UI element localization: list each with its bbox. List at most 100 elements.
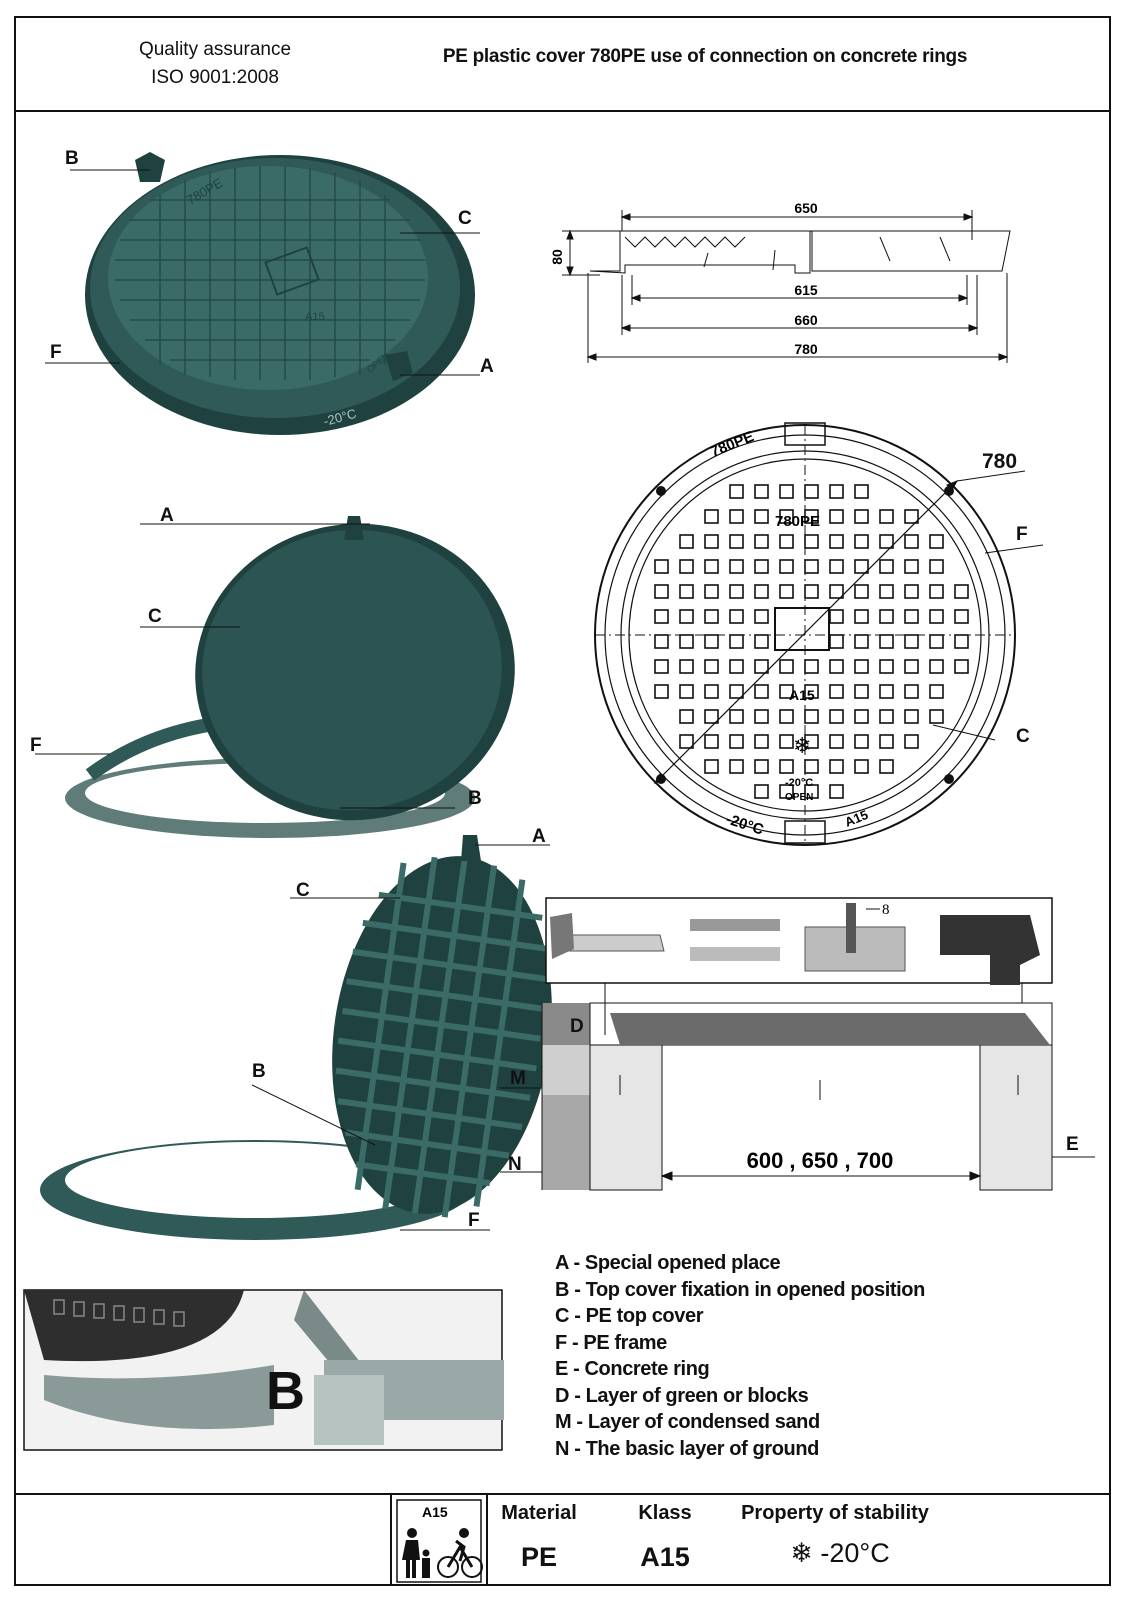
fig3-label-f: F	[468, 1210, 480, 1231]
grid-square	[804, 584, 819, 599]
grid-square	[729, 734, 744, 749]
snowflake-icon: ❄	[790, 1538, 813, 1569]
legend-item: C - PE top cover	[555, 1305, 704, 1327]
grid-square	[704, 684, 719, 699]
cover1-class-text: A15	[305, 311, 325, 323]
dim-615: 615	[794, 282, 818, 298]
grid-square	[679, 634, 694, 649]
grid-square	[729, 709, 744, 724]
dim-650: 650	[794, 200, 818, 216]
grid-square	[754, 734, 769, 749]
grid-square	[929, 584, 944, 599]
footer-divider	[14, 1493, 1111, 1495]
grid-square	[654, 584, 669, 599]
grid-square	[754, 784, 769, 799]
grid-square	[729, 584, 744, 599]
grid-square	[729, 759, 744, 774]
footer-material-head: Material	[501, 1502, 577, 1524]
grid-square	[854, 584, 869, 599]
grid-square	[704, 584, 719, 599]
grid-square	[704, 634, 719, 649]
grid-square	[904, 559, 919, 574]
detail-b-inset	[23, 1289, 504, 1451]
dim-780: 780	[794, 341, 818, 357]
grid-square	[779, 484, 794, 499]
fig2-label-b: B	[468, 788, 482, 809]
grid-square	[654, 659, 669, 674]
grid-square	[829, 609, 844, 624]
grid-square	[804, 759, 819, 774]
grid-square	[854, 634, 869, 649]
grid-square	[779, 759, 794, 774]
grid-square	[804, 559, 819, 574]
page-frame	[14, 16, 1111, 1586]
grid-square	[654, 684, 669, 699]
grid-square	[904, 709, 919, 724]
grid-square	[879, 634, 894, 649]
install-label-d: D	[570, 1016, 584, 1037]
footer-stability-value: -20°C	[820, 1538, 890, 1568]
header-divider	[14, 110, 1111, 112]
grid-square	[679, 734, 694, 749]
grid-square	[854, 509, 869, 524]
profile-drawing: 650 80 615 660 780	[549, 200, 1011, 363]
quality-line-2: ISO 9001:2008	[151, 67, 279, 88]
grid-square	[704, 759, 719, 774]
grid-square	[904, 584, 919, 599]
grid-square	[704, 534, 719, 549]
grid-square	[729, 634, 744, 649]
grid-square	[804, 734, 819, 749]
grid-square	[804, 684, 819, 699]
grid-square	[829, 784, 844, 799]
grid-square	[954, 609, 969, 624]
grid-square	[729, 684, 744, 699]
grid-square	[704, 734, 719, 749]
grid-square	[954, 659, 969, 674]
grid-square	[854, 534, 869, 549]
grid-square	[854, 684, 869, 699]
fig3-label-c: C	[296, 880, 310, 901]
footer-klass-value: A15	[640, 1542, 690, 1572]
grid-square	[679, 534, 694, 549]
legend-item: M - Layer of condensed sand	[555, 1411, 820, 1433]
grid-square	[829, 559, 844, 574]
dim-660: 660	[794, 312, 818, 328]
top-view-model: 780PE	[775, 513, 820, 530]
top-view-rim-class: A15	[843, 807, 871, 830]
grid-square	[829, 659, 844, 674]
grid-square	[754, 534, 769, 549]
top-view-diameter: 780	[982, 450, 1018, 473]
top-view-class: A15	[789, 687, 815, 703]
grid-square	[879, 534, 894, 549]
grid-square	[654, 559, 669, 574]
grid-square	[779, 509, 794, 524]
grid-square	[829, 484, 844, 499]
fig2-label-c: C	[148, 606, 162, 627]
grid-square	[804, 784, 819, 799]
grid-square	[679, 684, 694, 699]
grid-square	[904, 734, 919, 749]
grid-square	[754, 609, 769, 624]
grid-square	[854, 759, 869, 774]
grid-square	[704, 509, 719, 524]
grid-square	[779, 734, 794, 749]
grid-square	[729, 659, 744, 674]
legend-item: E - Concrete ring	[555, 1358, 710, 1380]
drill-size: 8	[882, 902, 890, 918]
legend-item: A - Special opened place	[555, 1252, 781, 1274]
grid-square	[704, 559, 719, 574]
legend-list: A - Special opened place B - Top cover f…	[555, 1250, 1035, 1462]
grid-square	[679, 559, 694, 574]
grid-square	[929, 684, 944, 699]
fig1-label-b: B	[65, 148, 79, 169]
top-view-rim-model: 780PE	[708, 428, 756, 461]
fig1-label-a: A	[480, 356, 494, 377]
grid-square	[854, 709, 869, 724]
grid-square	[729, 534, 744, 549]
grid-square	[804, 484, 819, 499]
grid-square	[804, 659, 819, 674]
grid-square	[654, 609, 669, 624]
top-view-label-f: F	[1016, 524, 1028, 545]
ring-sizes: 600 , 650 , 700	[747, 1148, 894, 1173]
figure-cover-open-ribbed	[40, 835, 552, 1240]
